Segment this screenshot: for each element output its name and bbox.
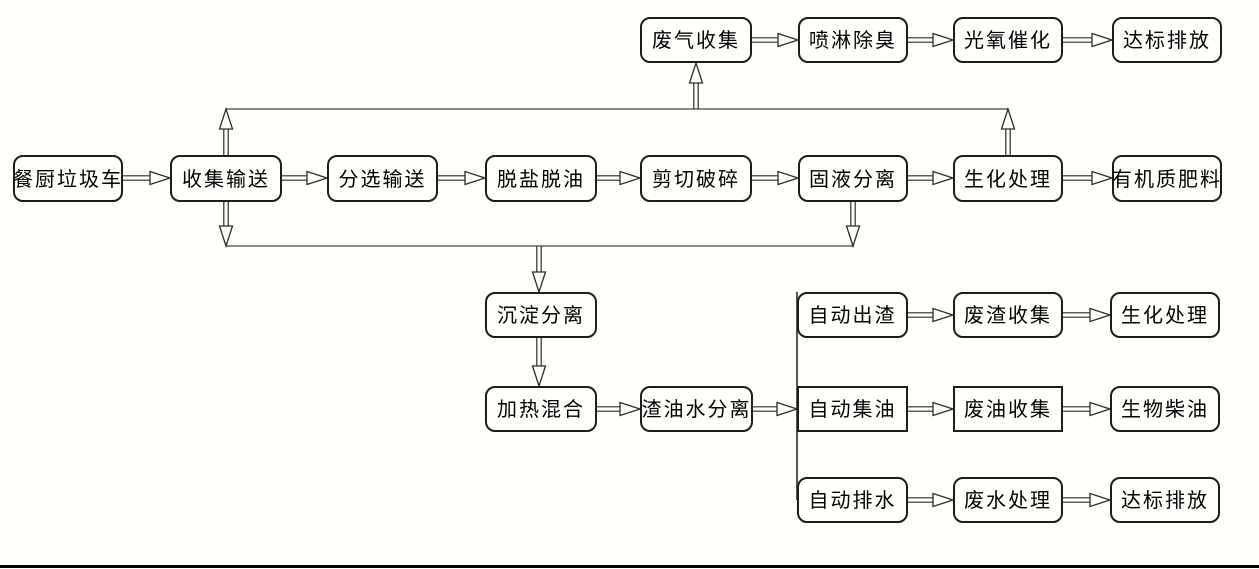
node-standard-discharge-water: 达标排放 [1110, 477, 1220, 523]
node-sedimentation-separation: 沉淀分离 [485, 292, 597, 338]
node-standard-discharge-gas: 达标排放 [1112, 17, 1222, 63]
node-desalt-deoil: 脱盐脱油 [485, 155, 597, 202]
node-biochemical-treatment: 生化处理 [953, 155, 1063, 202]
node-heating-mixing: 加热混合 [485, 386, 597, 432]
node-biochemical-treatment-2: 生化处理 [1110, 292, 1220, 338]
node-collect-convey: 收集输送 [170, 155, 282, 202]
node-auto-slag-discharge: 自动出渣 [797, 292, 908, 338]
node-waste-gas-collection: 废气收集 [640, 17, 752, 63]
node-shear-crush: 剪切破碎 [640, 155, 752, 202]
node-auto-oil-collection: 自动集油 [797, 386, 908, 432]
node-biodiesel: 生物柴油 [1110, 386, 1220, 432]
node-sorting-convey: 分选输送 [327, 155, 438, 202]
node-wastewater-treatment: 废水处理 [953, 477, 1063, 523]
node-photo-oxygen-catalysis: 光氧催化 [953, 17, 1063, 63]
node-residue-oil-water-separation: 渣油水分离 [640, 386, 753, 432]
node-kitchen-waste-truck: 餐厨垃圾车 [13, 155, 123, 202]
node-spray-deodorization: 喷淋除臭 [798, 17, 908, 63]
node-organic-fertilizer: 有机质肥料 [1112, 155, 1222, 202]
node-waste-residue-collection: 废渣收集 [953, 292, 1063, 338]
node-waste-oil-collection: 废油收集 [953, 386, 1063, 432]
page-bottom-rule [0, 565, 1259, 568]
node-auto-drainage: 自动排水 [797, 477, 908, 523]
node-solid-liquid-separation: 固液分离 [798, 155, 908, 202]
